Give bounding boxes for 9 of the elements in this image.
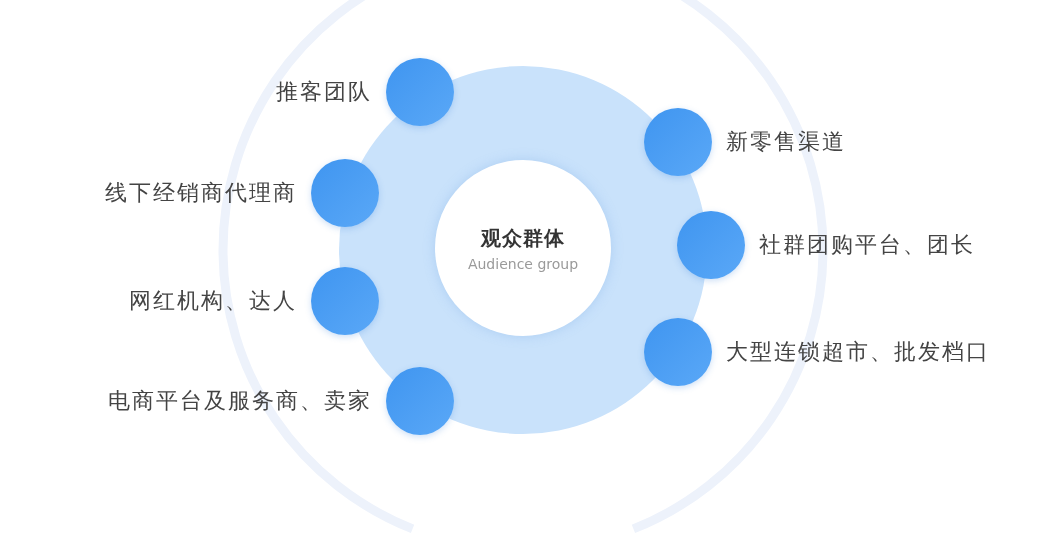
group-label: 新零售渠道: [726, 128, 846, 156]
group-label: 线下经销商代理商: [105, 179, 297, 207]
title-text: 观众群体: [481, 224, 565, 252]
group-label: 推客团队: [276, 78, 372, 106]
group-label: 社群团购平台、团长: [759, 231, 975, 259]
group-label: 电商平台及服务商、卖家: [108, 387, 372, 415]
group-label: 网红机构、达人: [129, 287, 297, 315]
group-label: 大型连锁超市、批发档口: [726, 338, 990, 366]
subtitle-text: Audience group: [467, 255, 579, 272]
